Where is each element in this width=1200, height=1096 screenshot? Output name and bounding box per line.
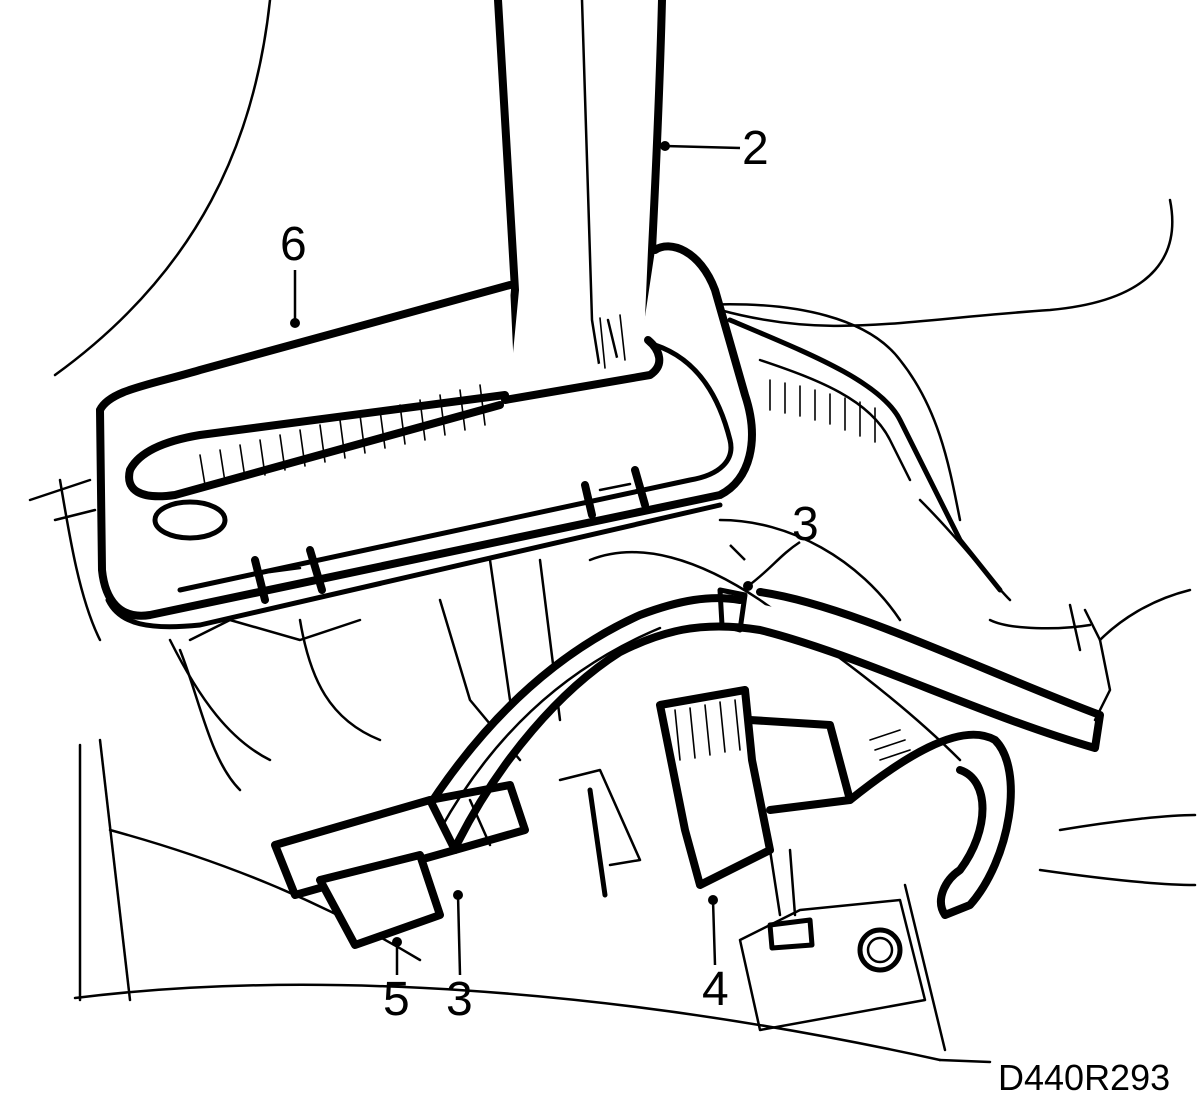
callout-5-label: 5 [383,973,410,1026]
background-body-outlines [28,0,1197,1064]
callout-3-label-lower: 3 [446,973,473,1026]
figure-code: D440R293 [998,1057,1170,1096]
callout-4-label: 4 [702,963,729,1016]
switch-unit [558,686,1015,973]
console-bracket [178,317,1003,792]
callout-2-label: 2 [742,122,769,175]
gear-lever-shaft [494,0,666,400]
callout-3-label-upper: 3 [792,498,819,551]
wiring-harness [416,587,1112,846]
shift-boot-frame [96,242,756,630]
connector-block [271,781,529,949]
callout-leaders [290,141,801,976]
callout-6-label: 6 [280,218,307,271]
